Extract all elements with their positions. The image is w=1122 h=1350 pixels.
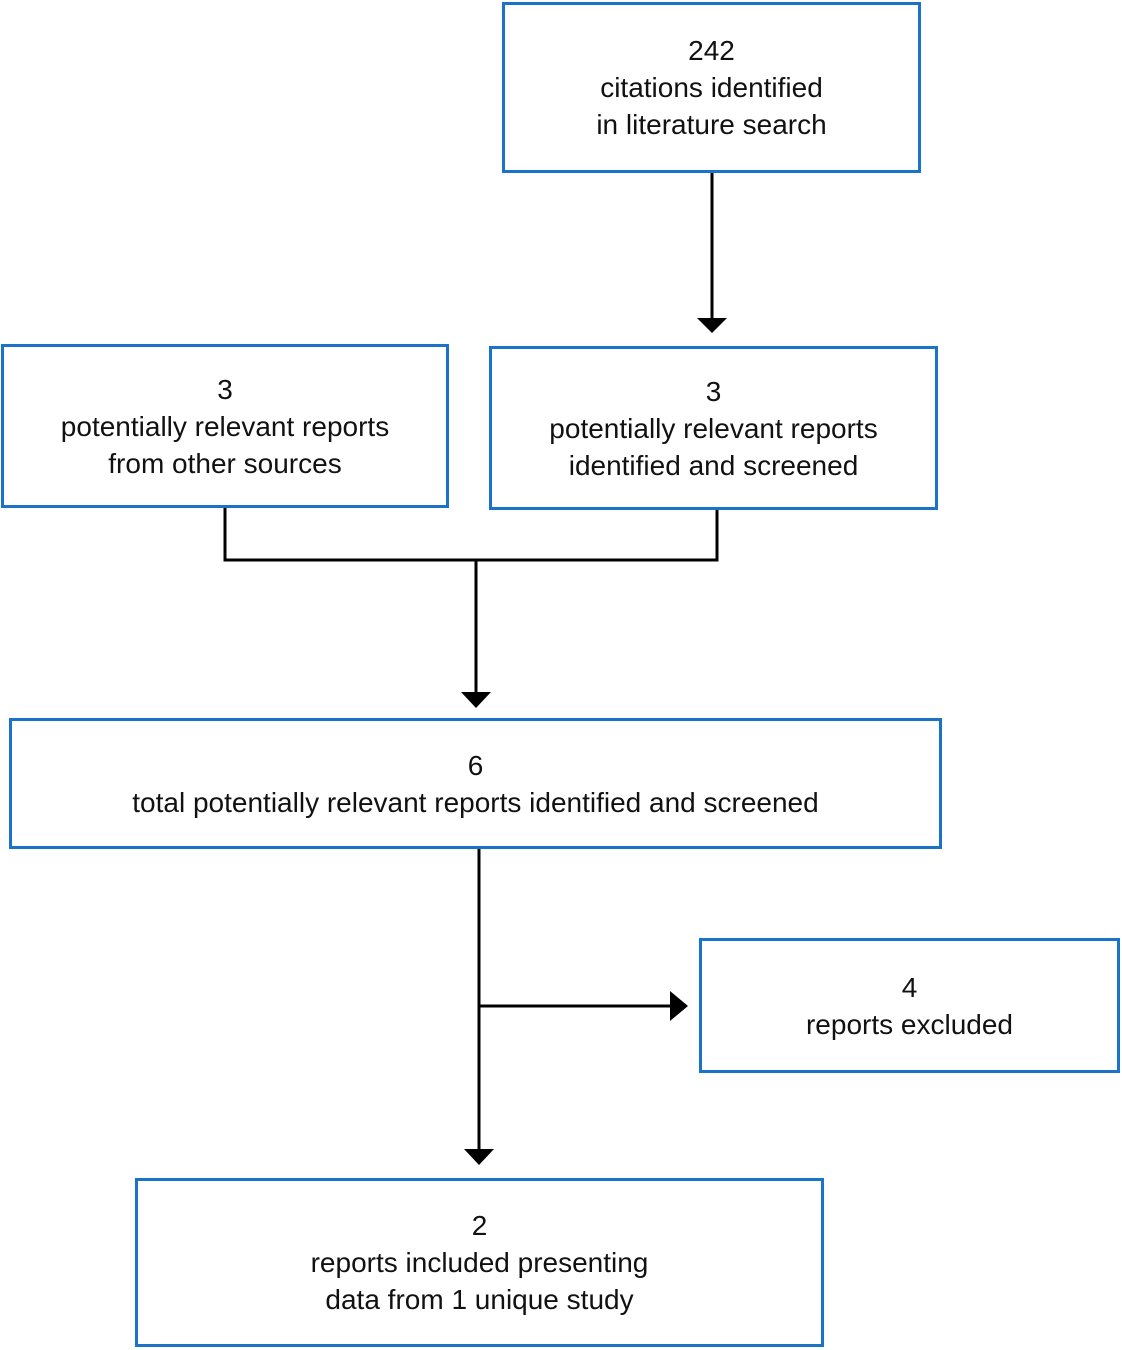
label-line-1: reports excluded (805, 1008, 1013, 1040)
label-line-2: identified and screened (568, 449, 859, 481)
label-line-1: reports included presenting (310, 1247, 649, 1278)
count-other-sources: 3 (217, 373, 233, 405)
count-excluded: 4 (901, 971, 918, 1003)
label-line-2: from other sources (108, 447, 342, 479)
label-line-2: data from 1 unique study (325, 1284, 634, 1315)
label-line-1: citations identified (600, 72, 823, 103)
arrowhead-down-icon (697, 318, 727, 333)
box-reports-other-sources: 3 potentially relevant reports from othe… (1, 344, 449, 508)
count-total: 6 (467, 749, 484, 781)
arrowhead-down-icon (461, 692, 491, 708)
box-reports-screened: 3 potentially relevant reports identifie… (489, 346, 938, 510)
label-line-1: total potentially relevant reports ident… (132, 786, 819, 818)
arrowhead-down-icon (464, 1149, 494, 1165)
box-reports-excluded: 4 reports excluded (699, 938, 1120, 1073)
label-line-1: potentially relevant reports (549, 412, 878, 444)
count-screened: 3 (705, 375, 722, 407)
box-reports-included: 2 reports included presenting data from … (135, 1178, 824, 1347)
count-included: 2 (471, 1210, 488, 1241)
count-citations: 242 (688, 35, 735, 66)
arrowhead-right-icon (670, 991, 688, 1021)
label-line-1: potentially relevant reports (60, 410, 390, 442)
box-total-reports: 6 total potentially relevant reports ide… (9, 718, 942, 849)
box-citations-identified: 242 citations identified in literature s… (502, 2, 921, 173)
label-line-2: in literature search (596, 109, 827, 140)
connector-merge (223, 508, 719, 562)
